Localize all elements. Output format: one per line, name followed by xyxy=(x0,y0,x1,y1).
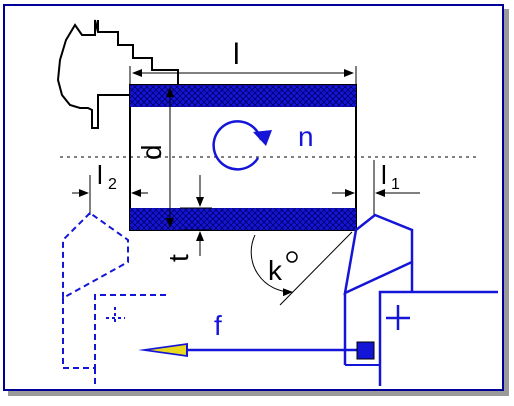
label-f: f xyxy=(214,310,222,341)
angle-arc xyxy=(250,234,293,297)
cut-layer-bottom xyxy=(130,208,356,230)
label-l: l xyxy=(233,38,240,71)
square-handle-icon xyxy=(356,341,375,360)
label-d: d xyxy=(136,144,167,160)
chuck-outline xyxy=(56,19,179,129)
cutting-tool xyxy=(343,213,414,296)
tool-post xyxy=(378,290,498,386)
label-k: k xyxy=(268,255,283,286)
feed-arrow-tip xyxy=(150,345,186,355)
cut-layer-top xyxy=(130,85,356,107)
rotation-arrowhead xyxy=(253,130,272,146)
label-t: t xyxy=(163,254,194,262)
label-l2: l xyxy=(97,160,103,190)
degree-symbol xyxy=(286,251,298,263)
plus-icon xyxy=(386,305,410,330)
label-l1: l xyxy=(381,160,387,190)
label-l1-subscript: 1 xyxy=(391,176,400,193)
label-l2-subscript: 2 xyxy=(108,176,117,193)
start-plus-icon xyxy=(106,307,125,325)
rotation-arrow-icon xyxy=(212,120,263,171)
label-n: n xyxy=(298,121,314,152)
tool-start-position xyxy=(62,211,129,300)
